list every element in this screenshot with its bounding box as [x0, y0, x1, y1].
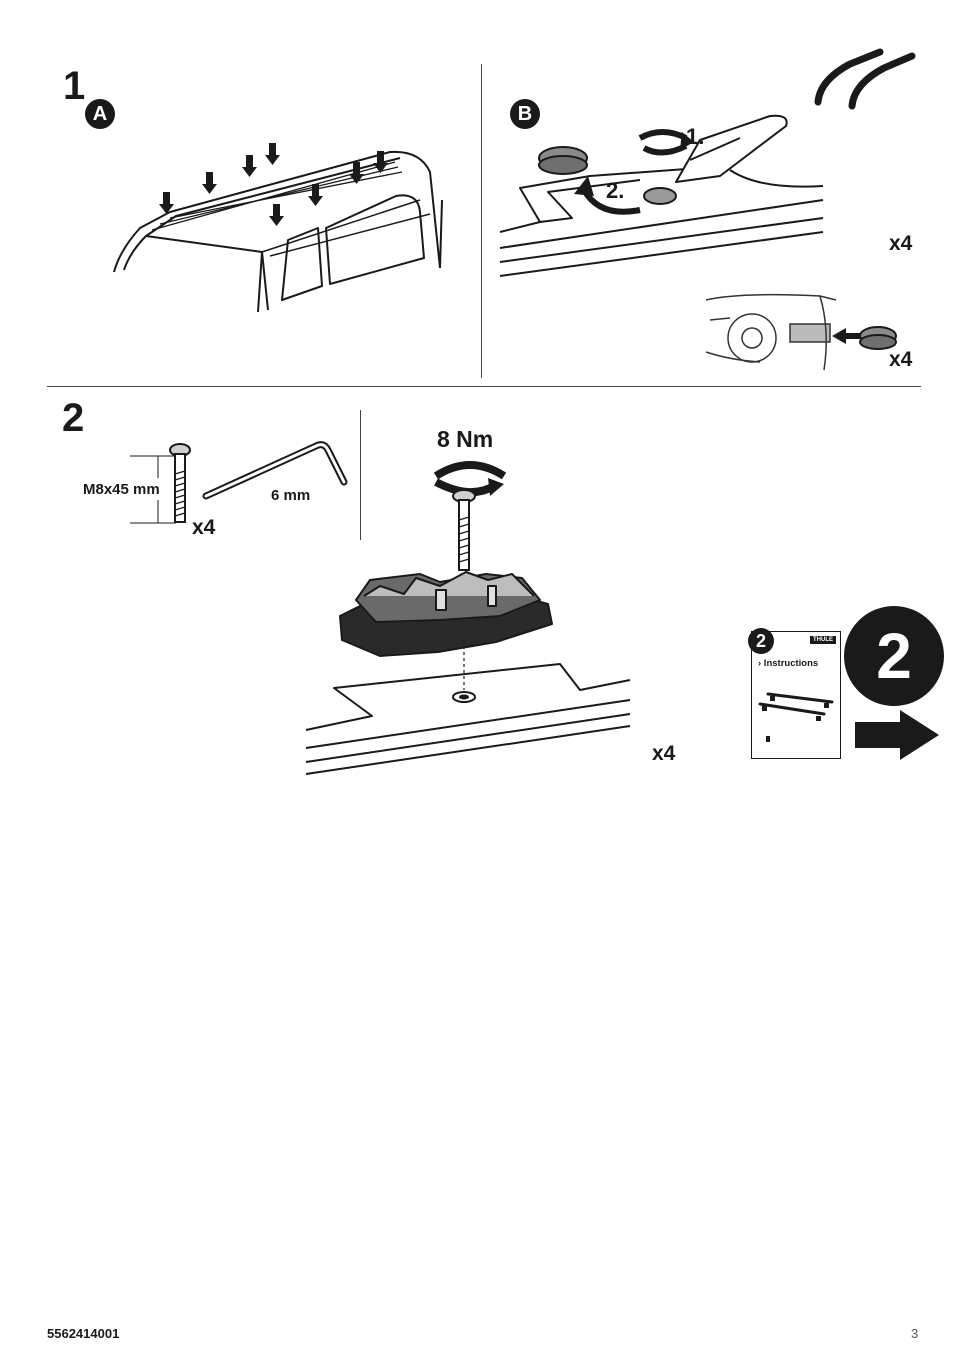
next-booklet-thumbnail[interactable]: 2 THULE › Instructions [748, 628, 841, 759]
page-number: 3 [911, 1326, 919, 1341]
foot-quantity: x4 [652, 742, 676, 765]
rail-cover-icon [814, 48, 916, 110]
part-number: 5562414001 [47, 1326, 120, 1341]
bolt-and-hexkey-illustration [130, 441, 348, 524]
next-booklet-badge: 2 [748, 628, 774, 654]
arrow-down-icon [202, 172, 217, 194]
roof-foot-icon [339, 571, 553, 657]
foot-mounting-illustration [305, 461, 631, 775]
arrow-left-icon [832, 328, 870, 344]
step2-vertical-divider [360, 410, 361, 540]
roof-bars-icon [758, 692, 834, 742]
arrow-down-icon [265, 143, 280, 165]
step2-number: 2 [62, 396, 85, 440]
step1-vertical-divider [481, 64, 482, 378]
bolt-size-label: M8x45 mm [83, 481, 160, 498]
arrow-down-icon [159, 192, 174, 214]
next-step-circle: 2 [844, 606, 944, 706]
sub-step-2-label: 2. [606, 178, 625, 203]
roof-cap-hole-icon [643, 187, 677, 205]
bolt-quantity: x4 [192, 516, 216, 539]
cap-quantity-bottom: x4 [889, 348, 913, 371]
arrow-down-icon [349, 162, 364, 184]
torque-label: 8 Nm [437, 426, 494, 452]
next-booklet-title: › Instructions [758, 658, 819, 669]
next-arrow-icon[interactable] [0, 0, 967, 800]
dashboard-storage-illustration [705, 293, 837, 371]
arrow-down-icon [308, 184, 323, 206]
brand-logo: THULE [810, 636, 836, 644]
arrow-down-icon [269, 204, 284, 226]
panel-b-badge: B [510, 99, 540, 129]
step1-number: 1 [63, 64, 86, 108]
next-step-number: 2 [876, 620, 912, 692]
step-horizontal-divider [47, 386, 921, 387]
van-roof-illustration [113, 143, 443, 313]
panel-a-badge: A [85, 99, 115, 129]
roof-cap-removal-illustration [499, 48, 916, 371]
bolt-icon [169, 443, 191, 523]
hex-key-size-label: 6 mm [271, 487, 311, 504]
arrow-down-icon [373, 151, 388, 173]
cap-quantity-top: x4 [889, 232, 913, 255]
sub-step-1-label: 1. [686, 124, 705, 149]
arrow-down-icon [242, 155, 257, 177]
